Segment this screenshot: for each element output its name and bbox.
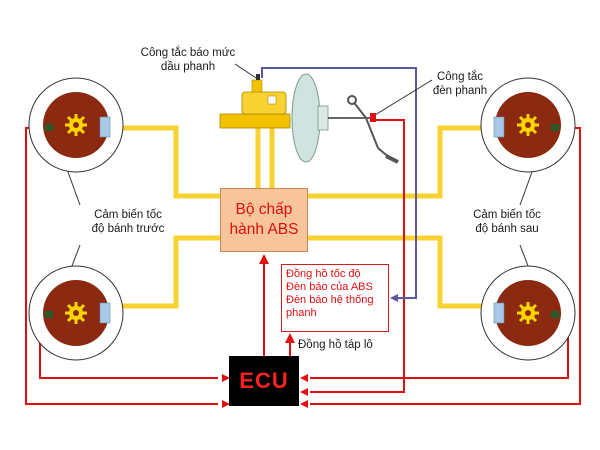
speed-sensor-icon (493, 116, 559, 138)
dashboard-line: phanh (286, 307, 317, 319)
speed-sensor-icon (45, 302, 111, 324)
ecu-label: ECU (239, 368, 289, 393)
gear-icon (517, 302, 539, 324)
switch-wire-arrow (390, 294, 398, 302)
switch-wire (261, 67, 417, 299)
hydraulic-lines (105, 125, 503, 309)
brake-booster-icon (291, 73, 370, 163)
gear-icon (65, 302, 87, 324)
rear-sensor-label: Cảm biến tốc độ bánh sau (473, 209, 541, 235)
dashboard-line: Đèn báo của ABS (286, 281, 373, 293)
front-sensor-label: Cảm biến tốc độ bánh trước (91, 209, 165, 235)
signal-wires (25, 119, 581, 405)
brake-light-switch-label: Công tắc đèn phanh (432, 71, 488, 97)
speed-sensor-icon (45, 116, 111, 138)
dashboard-line: Đèn báo hệ thống (286, 294, 374, 306)
speed-sensor-icon (493, 302, 559, 324)
oil-level-switch-label: Công tắc báo mức dầu phanh (140, 47, 236, 73)
dashboard-label: Đồng hồ táp lô (298, 339, 373, 351)
gear-icon (65, 114, 87, 136)
dashboard-indicator-box: Đồng hồ tốc độ Đèn báo của ABS Đèn báo h… (281, 264, 389, 332)
abs-actuator-box: Bộ chấp hành ABS (220, 188, 308, 252)
master-cylinder-icon (219, 74, 291, 129)
ecu-box: ECU (229, 356, 299, 406)
dashboard-line: Đồng hồ tốc độ (286, 268, 361, 280)
brake-pedal-icon (347, 95, 399, 164)
gear-icon (517, 114, 539, 136)
abs-actuator-label: Bộ chấp hành ABS (229, 201, 299, 238)
signal-arrows (222, 254, 308, 408)
